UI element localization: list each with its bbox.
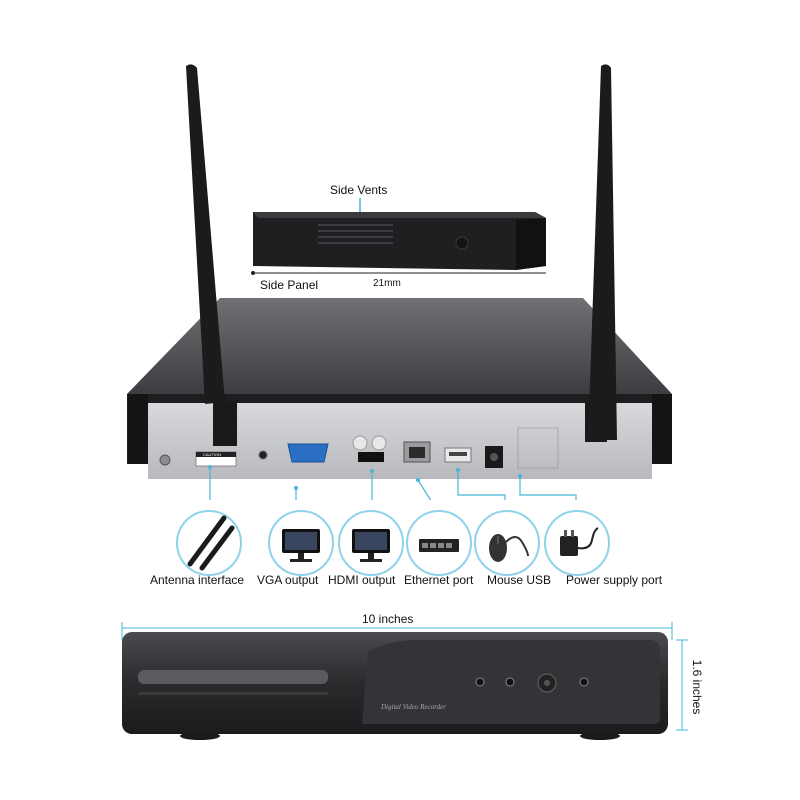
side-panel-label: Side Panel — [260, 278, 319, 292]
antenna-icon — [187, 515, 235, 571]
side-panel-drawing — [251, 198, 546, 275]
front-panel-drawing — [121, 622, 688, 740]
callout-label-power: Power supply port — [566, 573, 663, 587]
side-view: Side Vents Side Panel 21mm — [0, 0, 800, 300]
mouse-icon — [489, 534, 529, 562]
nvr-rear-drawing — [127, 64, 672, 500]
vga-callout — [268, 510, 334, 576]
callout-label-vga: VGA output — [257, 573, 319, 587]
mouse-callout — [474, 510, 540, 576]
height-label: 1.6 inches — [690, 659, 704, 715]
callout-label-hdmi: HDMI output — [328, 573, 396, 587]
power-callout — [544, 510, 610, 576]
width-label: 10 inches — [362, 612, 414, 626]
callout-row — [0, 505, 800, 595]
power-adapter-icon — [560, 527, 599, 556]
rear-view: CAUTION — [127, 64, 672, 500]
callout-label-antenna: Antenna interface — [150, 573, 245, 587]
front-badge: Digital Video Recorder — [381, 703, 446, 711]
hdmi-callout — [338, 510, 404, 576]
callout-label-mouse-usb: Mouse USB — [487, 573, 552, 587]
thickness-label: 21mm — [373, 278, 401, 289]
side-vents-label: Side Vents — [330, 183, 388, 197]
router-icon — [419, 539, 459, 552]
monitor-icon — [282, 529, 320, 562]
front-view: 10 inches 1.6 inches Digital Video Recor… — [0, 600, 800, 800]
ethernet-callout — [406, 510, 472, 576]
antenna-callout — [176, 510, 242, 576]
callout-label-ethernet: Ethernet port — [404, 573, 474, 587]
monitor-icon — [352, 529, 390, 562]
caution-label: CAUTION — [203, 452, 221, 457]
